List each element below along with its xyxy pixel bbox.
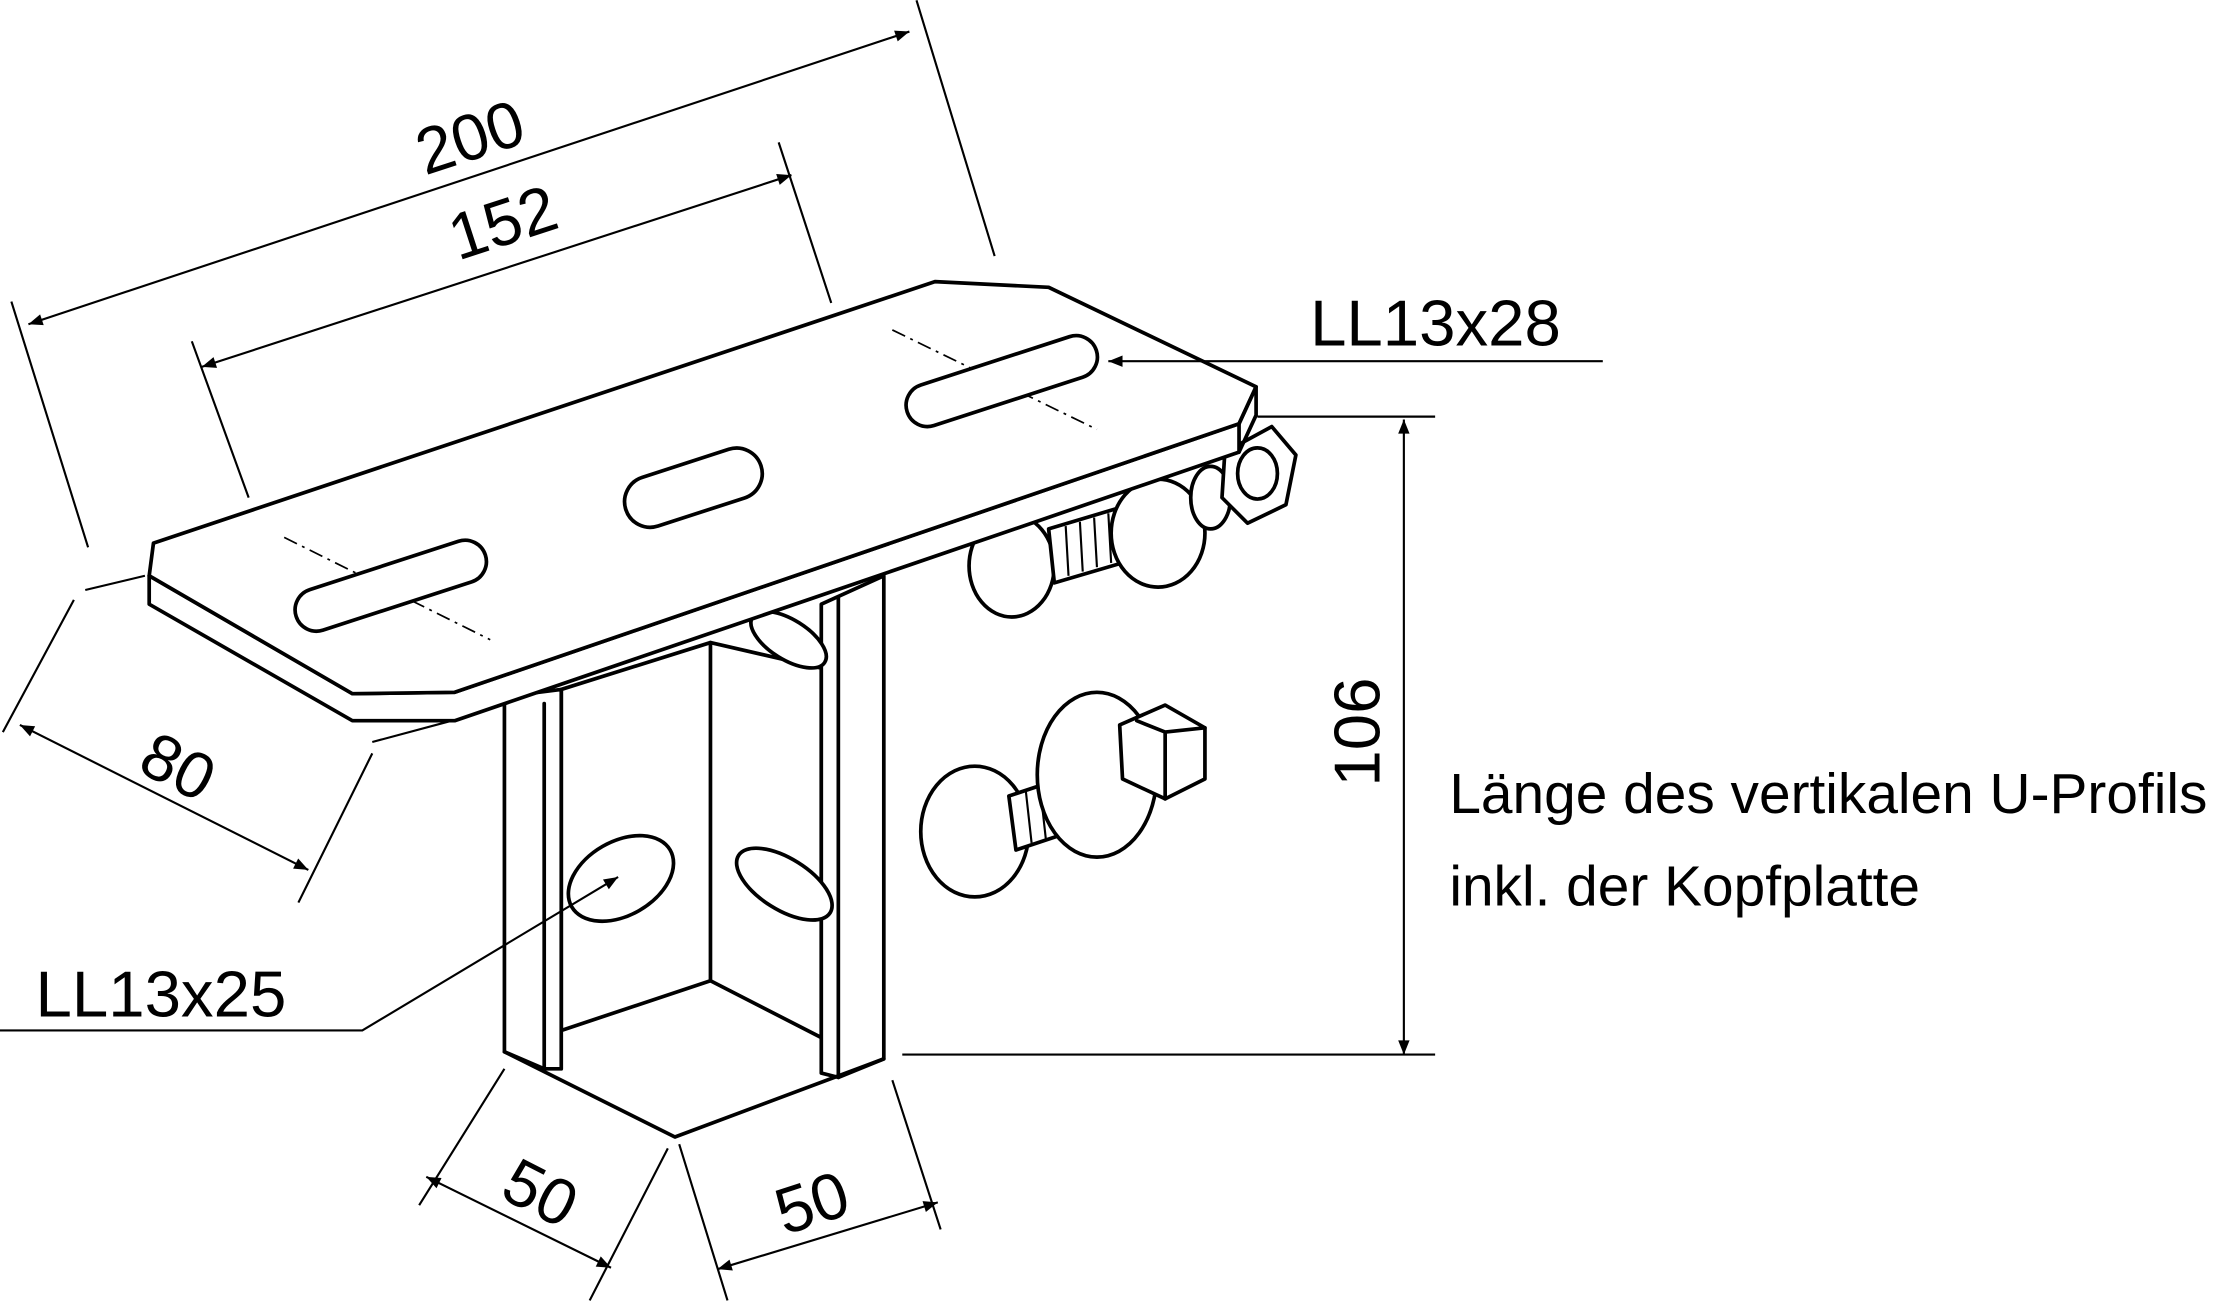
plate-slot-center — [622, 446, 765, 530]
callout-side-slot: LL13x25 — [0, 876, 619, 1032]
callout-label-ll13x28: LL13x28 — [1310, 287, 1561, 360]
dimension-50-right: 50 — [678, 1079, 942, 1301]
dimension-label-50-right: 50 — [766, 1157, 858, 1249]
dimension-label-106: 106 — [1321, 678, 1394, 787]
bolt-lower — [918, 690, 1207, 899]
note-line-2: inkl. der Kopfplatte — [1449, 855, 1920, 918]
plate-slot-right — [904, 333, 1100, 429]
callout-top-slot: LL13x28 — [1108, 287, 1603, 367]
dimension-label-50-left: 50 — [492, 1144, 590, 1242]
side-slot-left — [566, 833, 676, 924]
dimension-label-80: 80 — [129, 718, 227, 816]
plate-slot-left — [293, 538, 489, 634]
head-plate — [147, 279, 1258, 723]
dimension-50-left: 50 — [418, 1068, 669, 1301]
dimension-106: 106 — [902, 415, 1436, 1056]
note-line-1: Länge des vertikalen U-Profils — [1449, 763, 2207, 826]
callout-label-ll13x25: LL13x25 — [36, 957, 287, 1030]
dimension-label-152: 152 — [440, 171, 566, 274]
dimension-label-200: 200 — [407, 86, 533, 189]
bolt-upper — [967, 424, 1298, 619]
u-profile — [502, 573, 886, 1139]
side-slot-back — [734, 846, 834, 922]
